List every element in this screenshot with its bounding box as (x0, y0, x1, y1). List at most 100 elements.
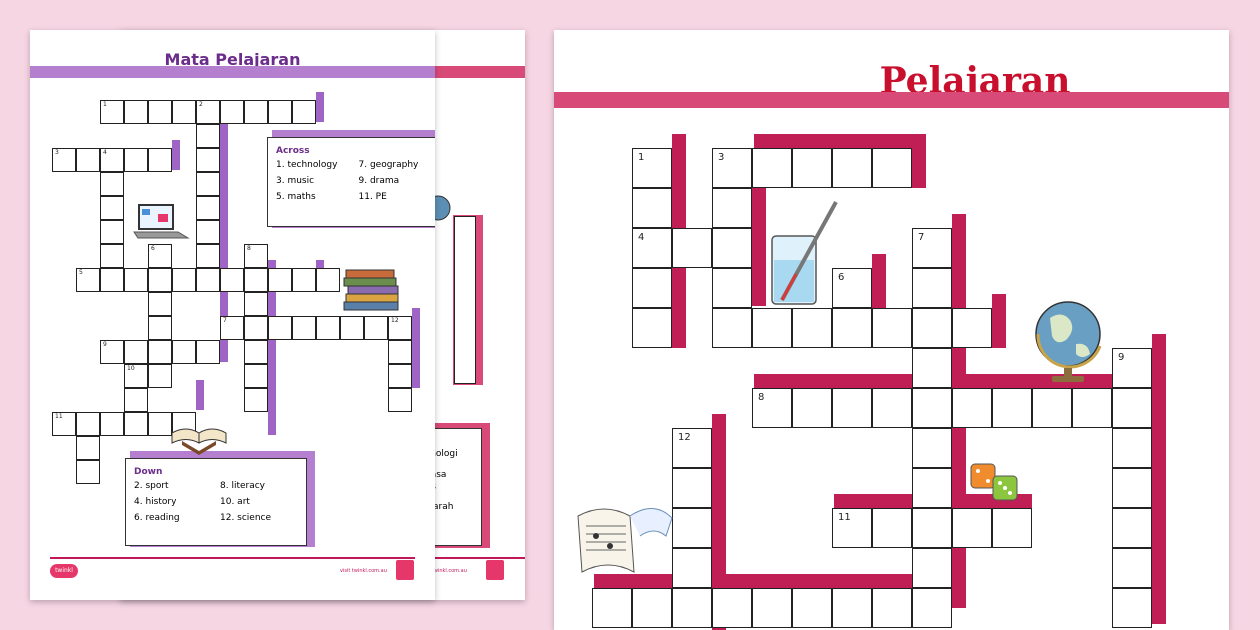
crossword-cell[interactable] (912, 508, 952, 548)
crossword-cell[interactable] (912, 308, 952, 348)
crossword-cell[interactable] (832, 308, 872, 348)
crossword-cell[interactable] (388, 340, 412, 364)
crossword-cell[interactable] (100, 268, 124, 292)
crossword-cell[interactable]: 1 (632, 148, 672, 188)
crossword-cell[interactable] (712, 308, 752, 348)
crossword-cell[interactable] (196, 340, 220, 364)
crossword-cell[interactable]: 12 (672, 428, 712, 468)
crossword-cell[interactable] (76, 148, 100, 172)
crossword-cell[interactable] (872, 148, 912, 188)
crossword-cell[interactable] (872, 308, 912, 348)
crossword-cell[interactable]: 10 (124, 364, 148, 388)
crossword-cell[interactable] (220, 100, 244, 124)
crossword-cell[interactable]: 8 (244, 244, 268, 268)
crossword-cell[interactable] (1112, 428, 1152, 468)
crossword-cell[interactable] (148, 100, 172, 124)
crossword-cell[interactable] (244, 340, 268, 364)
crossword-cell[interactable] (952, 508, 992, 548)
crossword-cell[interactable] (672, 228, 712, 268)
crossword-cell[interactable] (196, 124, 220, 148)
crossword-cell[interactable] (1072, 388, 1112, 428)
crossword-cell[interactable]: 3 (712, 148, 752, 188)
crossword-cell[interactable] (100, 220, 124, 244)
crossword-cell[interactable] (196, 220, 220, 244)
crossword-cell[interactable] (76, 436, 100, 460)
crossword-cell[interactable] (1112, 588, 1152, 628)
crossword-cell[interactable] (632, 188, 672, 228)
crossword-cell[interactable] (752, 148, 792, 188)
crossword-cell[interactable] (792, 388, 832, 428)
crossword-cell[interactable] (832, 148, 872, 188)
crossword-cell[interactable] (952, 308, 992, 348)
crossword-cell[interactable] (952, 388, 992, 428)
crossword-cell[interactable] (148, 148, 172, 172)
crossword-cell[interactable] (100, 244, 124, 268)
crossword-cell[interactable] (672, 468, 712, 508)
crossword-cell[interactable]: 11 (52, 412, 76, 436)
crossword-cell[interactable] (148, 316, 172, 340)
crossword-cell[interactable]: 5 (76, 268, 100, 292)
crossword-cell[interactable] (912, 268, 952, 308)
crossword-cell[interactable] (172, 268, 196, 292)
crossword-cell[interactable] (712, 588, 752, 628)
crossword-cell[interactable] (220, 268, 244, 292)
crossword-cell[interactable] (148, 412, 172, 436)
crossword-cell[interactable] (388, 364, 412, 388)
crossword-cell[interactable] (792, 588, 832, 628)
crossword-cell[interactable] (388, 388, 412, 412)
crossword-cell[interactable] (244, 100, 268, 124)
crossword-cell[interactable] (148, 340, 172, 364)
crossword-cell[interactable] (672, 508, 712, 548)
crossword-cell[interactable] (872, 588, 912, 628)
crossword-cell[interactable]: 4 (100, 148, 124, 172)
crossword-cell[interactable] (148, 364, 172, 388)
crossword-cell[interactable] (292, 316, 316, 340)
crossword-cell[interactable]: 12 (388, 316, 412, 340)
crossword-cell[interactable]: 7 (220, 316, 244, 340)
crossword-cell[interactable]: 7 (912, 228, 952, 268)
crossword-cell[interactable] (792, 308, 832, 348)
crossword-cell[interactable] (124, 412, 148, 436)
crossword-cell[interactable] (244, 268, 268, 292)
crossword-cell[interactable] (124, 148, 148, 172)
crossword-cell[interactable] (244, 292, 268, 316)
crossword-cell[interactable] (244, 364, 268, 388)
crossword-cell[interactable] (872, 508, 912, 548)
crossword-cell[interactable]: 2 (196, 100, 220, 124)
crossword-cell[interactable] (172, 100, 196, 124)
crossword-cell[interactable] (196, 172, 220, 196)
crossword-cell[interactable] (100, 172, 124, 196)
crossword-cell[interactable] (632, 268, 672, 308)
crossword-cell[interactable] (268, 100, 292, 124)
crossword-cell[interactable] (124, 100, 148, 124)
crossword-cell[interactable] (592, 588, 632, 628)
crossword-cell[interactable] (100, 196, 124, 220)
crossword-cell[interactable]: 6 (148, 244, 172, 268)
crossword-cell[interactable] (268, 316, 292, 340)
crossword-cell[interactable]: 9 (1112, 348, 1152, 388)
crossword-cell[interactable] (1112, 508, 1152, 548)
crossword-cell[interactable] (992, 388, 1032, 428)
crossword-cell[interactable] (1032, 388, 1072, 428)
crossword-cell[interactable] (100, 412, 124, 436)
crossword-cell[interactable] (148, 268, 172, 292)
crossword-cell[interactable] (752, 588, 792, 628)
crossword-cell[interactable] (340, 316, 364, 340)
crossword-cell[interactable] (124, 268, 148, 292)
crossword-cell[interactable] (912, 588, 952, 628)
crossword-cell[interactable] (992, 508, 1032, 548)
crossword-cell[interactable]: 6 (832, 268, 872, 308)
crossword-cell[interactable]: 9 (100, 340, 124, 364)
crossword-cell[interactable] (832, 388, 872, 428)
crossword-cell[interactable] (172, 340, 196, 364)
crossword-cell[interactable] (196, 148, 220, 172)
crossword-cell[interactable] (124, 340, 148, 364)
crossword-cell[interactable] (912, 348, 952, 388)
crossword-cell[interactable] (1112, 388, 1152, 428)
crossword-cell[interactable] (244, 388, 268, 412)
crossword-cell[interactable] (76, 460, 100, 484)
crossword-cell[interactable] (752, 308, 792, 348)
crossword-cell[interactable] (712, 268, 752, 308)
crossword-cell[interactable] (912, 428, 952, 468)
crossword-cell[interactable]: 1 (100, 100, 124, 124)
